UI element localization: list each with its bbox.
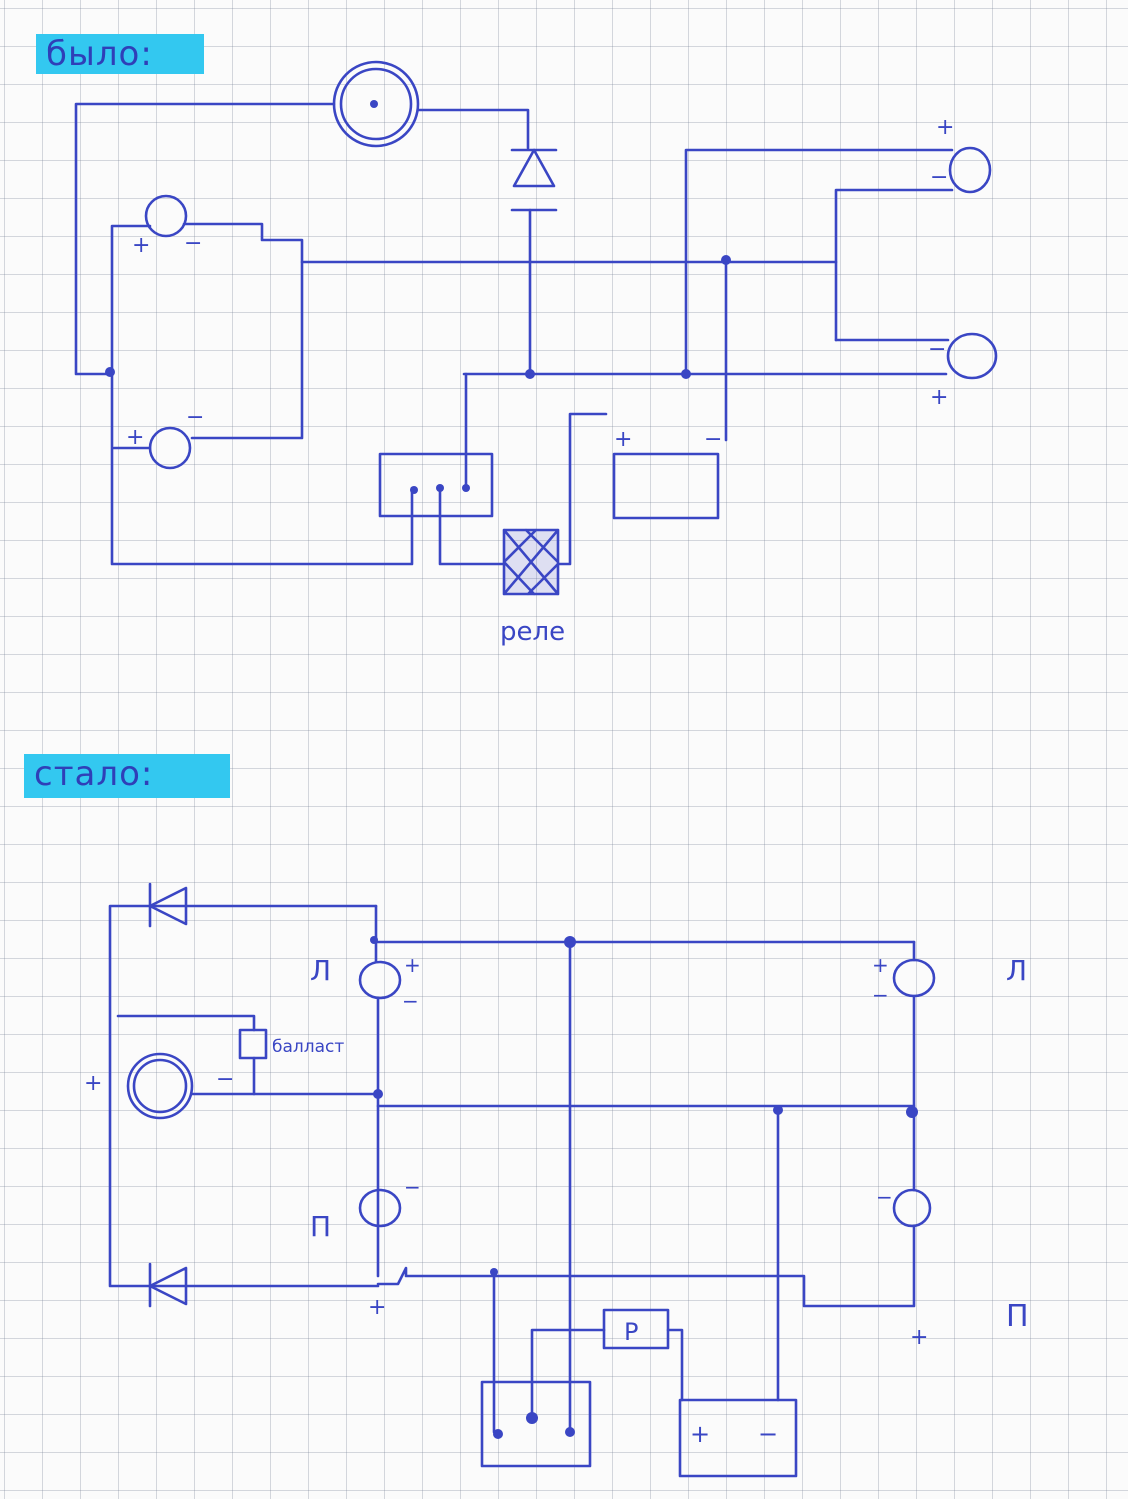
sign-plus-4: +	[930, 385, 948, 410]
relay-label: Р	[624, 1318, 638, 1346]
lamp-left-upper-after	[358, 960, 402, 1000]
diode-before	[510, 148, 558, 376]
wire-left-lower	[110, 372, 414, 566]
diode-bottom-after	[148, 1262, 188, 1308]
label-right-left: П	[310, 1210, 331, 1243]
heading-before: было:	[36, 34, 204, 74]
sign-minus-4: −	[928, 337, 946, 362]
switch-block-before	[378, 372, 506, 566]
diagram-before: + − + − + − − +	[74, 60, 998, 647]
label-right-right: П	[1006, 1299, 1029, 1334]
sign-plus-2: +	[126, 425, 144, 450]
sign-minus-1: −	[184, 231, 202, 256]
lamp-left-lower-after	[358, 1188, 402, 1228]
lamp-right-lower-after	[892, 1188, 932, 1228]
sign-minus-b: −	[872, 983, 889, 1007]
sign-minus-2: −	[186, 405, 204, 430]
sign-plus-d: +	[910, 1325, 928, 1350]
label-left-right: Л	[1006, 954, 1027, 987]
sign-minus-batt-after: −	[758, 1420, 778, 1448]
sign-plus-c: +	[368, 1295, 386, 1320]
sign-plus-3: +	[936, 115, 954, 140]
sign-minus-batt: −	[704, 427, 722, 452]
label-left-top: Л	[310, 954, 331, 987]
battery-after	[678, 1398, 798, 1478]
sign-plus-1: +	[132, 233, 150, 258]
switch-block-after	[480, 1380, 592, 1468]
wire-left-upper	[110, 222, 304, 440]
top-lamp	[332, 60, 420, 148]
diode-top-after	[148, 882, 188, 928]
ballast-label: балласт	[272, 1037, 344, 1057]
lamp-right-upper-after	[892, 958, 936, 998]
relay-before	[502, 412, 608, 596]
sign-minus-3: −	[930, 165, 948, 190]
lamp-left-upper	[144, 194, 188, 238]
big-lamp-after	[126, 1052, 194, 1120]
ballast	[238, 1028, 268, 1060]
lamp-left-lower	[148, 426, 192, 470]
sign-plus-b: +	[872, 953, 889, 977]
sign-plus-big: +	[84, 1071, 102, 1096]
lamp-right-upper	[948, 146, 992, 194]
sign-minus-c: −	[404, 1175, 421, 1199]
sign-minus-a: −	[402, 989, 419, 1013]
sign-minus-d: −	[876, 1185, 893, 1209]
lamp-right-lower	[946, 332, 998, 380]
sign-minus-big: −	[216, 1067, 234, 1092]
sign-plus-batt: +	[614, 427, 632, 452]
battery-before	[612, 452, 720, 520]
wire-top-left	[74, 102, 336, 376]
sign-plus-batt-after: +	[690, 1420, 710, 1448]
relay-caption: реле	[500, 617, 565, 647]
diagram-after: балласт + −	[84, 882, 1029, 1478]
heading-after: стало:	[24, 754, 230, 798]
wire-top-right	[416, 108, 530, 150]
sign-plus-a: +	[404, 953, 421, 977]
wire-left-frame	[108, 904, 380, 1288]
